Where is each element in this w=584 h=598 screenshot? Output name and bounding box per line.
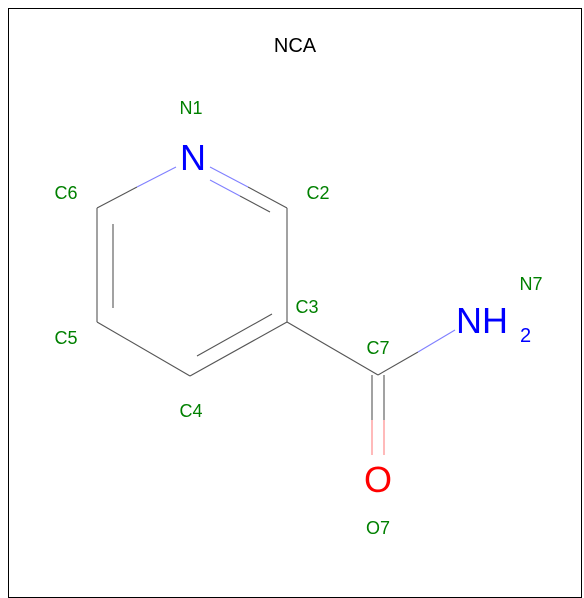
bond-c3-c7 bbox=[286, 321, 379, 376]
bond-c6-n1-c-half bbox=[96, 186, 138, 209]
bond-n1-c2-c-half bbox=[247, 186, 288, 209]
ring-bonds bbox=[96, 166, 288, 377]
bond-c6-n1-n-half bbox=[136, 166, 177, 188]
atom-label-n1: N1 bbox=[179, 98, 202, 118]
atom-label-c5: C5 bbox=[54, 328, 77, 348]
atom-n7-subscript: 2 bbox=[520, 325, 531, 347]
molecule-title: NCA bbox=[274, 35, 317, 57]
atom-label-c3: C3 bbox=[295, 297, 318, 317]
amide-bonds bbox=[286, 321, 456, 455]
bond-n1-c2-n-half bbox=[209, 166, 249, 188]
bond-n1-c2-inner-n bbox=[209, 179, 241, 197]
bond-c7-n7-n-half bbox=[417, 329, 456, 353]
atom-label-n7: N7 bbox=[519, 274, 542, 294]
atom-n1-symbol: N bbox=[180, 137, 206, 178]
atom-label-c2: C2 bbox=[306, 183, 329, 203]
atom-label-c4: C4 bbox=[179, 401, 202, 421]
bond-c7-n7-c-half bbox=[377, 351, 419, 376]
bond-c3-c4-inner bbox=[196, 313, 273, 357]
bond-n1-c2-inner-c bbox=[239, 195, 271, 213]
atom-label-o7: O7 bbox=[366, 518, 390, 538]
diagram-frame bbox=[8, 8, 582, 598]
atom-label-c6: C6 bbox=[54, 183, 77, 203]
bond-c4-c5 bbox=[96, 321, 191, 377]
atom-o7-symbol: O bbox=[364, 459, 392, 500]
atom-label-c7: C7 bbox=[366, 338, 389, 358]
atom-n7-symbol: NH bbox=[456, 300, 508, 341]
bond-c3-c4 bbox=[189, 321, 288, 377]
